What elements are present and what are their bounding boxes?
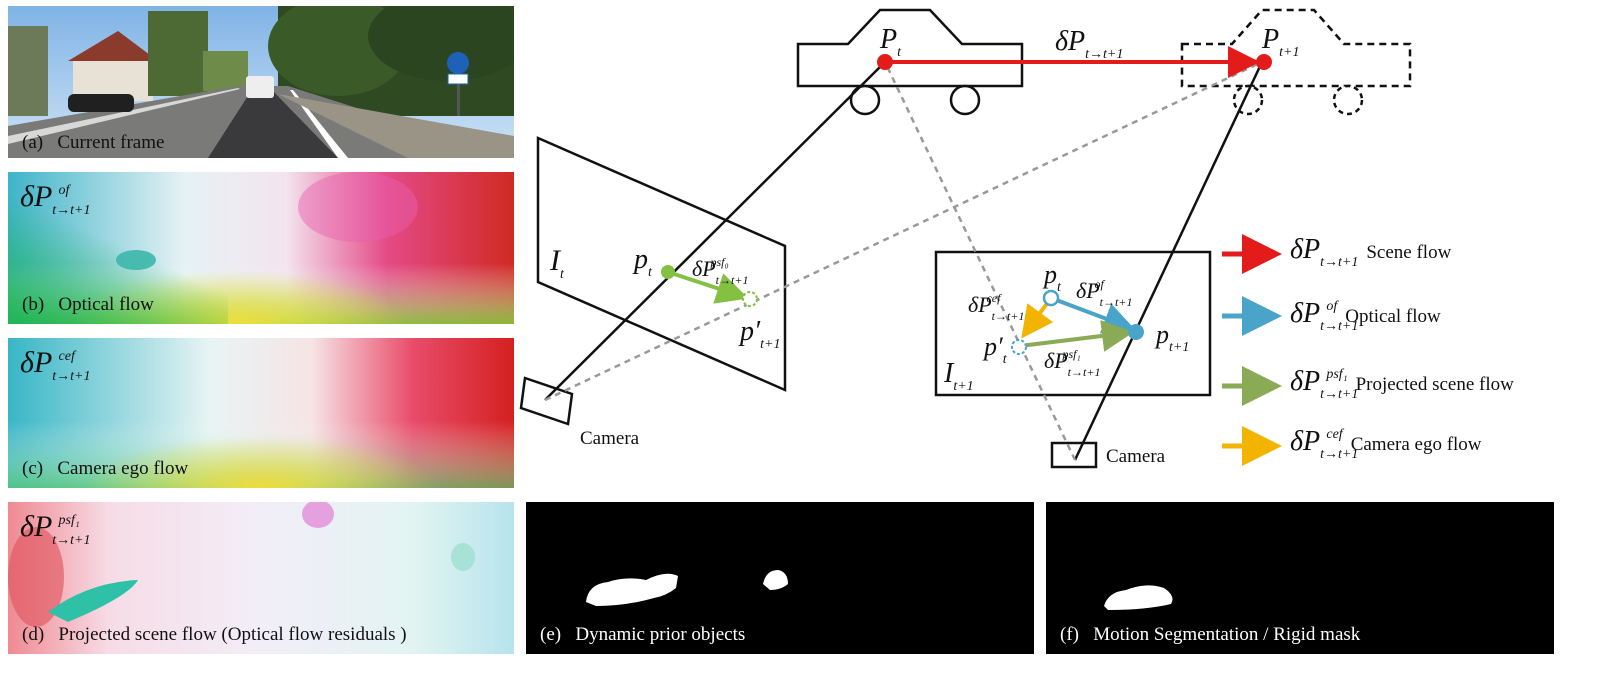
- label-image-left: It: [550, 244, 564, 282]
- legend-arrows: [1222, 234, 1282, 466]
- panel-c-symbol: δPt→t+1cef: [20, 346, 91, 384]
- label-Pt1: Pt+1: [1262, 24, 1300, 60]
- camera-ego-flow-image: [8, 338, 514, 488]
- label-psf1-right: δPt→t+1psf₁: [1044, 347, 1101, 379]
- rigid-mask: [1104, 585, 1173, 610]
- panel-e-caption: (e) Dynamic prior objects: [540, 624, 746, 645]
- panel-f-caption: (f) Motion Segmentation / Rigid mask: [1060, 624, 1361, 645]
- road-scene-image: [8, 6, 514, 158]
- panel-motion-segmentation: (f) Motion Segmentation / Rigid mask: [1046, 502, 1554, 654]
- panel-projected-scene-flow: δPt→t+1psf₁ (d) Projected scene flow (Op…: [8, 502, 514, 654]
- panel-c-caption: (c) Camera ego flow: [22, 458, 189, 479]
- projected-scene-flow-arrow: [1019, 320, 1134, 352]
- label-pt-right: pt: [1044, 260, 1061, 295]
- camera-left: [519, 376, 574, 426]
- panel-a-caption: (a) Current frame: [22, 132, 165, 153]
- optical-flow-image: [8, 172, 514, 324]
- point-Pt: [877, 54, 893, 70]
- psf0-arrow: [667, 270, 749, 304]
- legend-item-camera-ego-flow: δPt→t+1cef Camera ego flow: [1290, 426, 1482, 462]
- dynamic-prior-mask: [586, 570, 788, 606]
- label-pprime-right: p′t: [984, 332, 1007, 367]
- label-pt-left: pt: [634, 244, 652, 280]
- projected-scene-flow-image: [8, 502, 514, 654]
- panel-d-caption: (d) Projected scene flow (Optical flow r…: [22, 624, 407, 645]
- panel-d-symbol: δPt→t+1psf₁: [20, 510, 91, 548]
- point-pt-left: [661, 265, 675, 279]
- panel-optical-flow: δPt→t+1of (b) Optical flow: [8, 172, 514, 324]
- point-pprime-left: [742, 291, 758, 307]
- legend-item-projected-scene-flow: δPt→t+1psf₁ Projected scene flow: [1290, 366, 1514, 402]
- camera-right: [1050, 441, 1098, 469]
- label-image-right: It+1: [944, 358, 974, 394]
- point-Pt1: [1256, 54, 1272, 70]
- panel-dynamic-prior-objects: (e) Dynamic prior objects: [526, 502, 1034, 654]
- point-pt-right: [1042, 289, 1060, 307]
- point-pprime-right: [1011, 339, 1027, 355]
- panel-camera-ego-flow: δPt→t+1cef (c) Camera ego flow: [8, 338, 514, 488]
- label-Pt: Pt: [880, 24, 901, 60]
- label-camera-left: Camera: [580, 428, 640, 449]
- panel-current-frame: (a) Current frame: [8, 6, 514, 158]
- label-pprime-left: p′t+1: [740, 316, 781, 352]
- label-camera-right: Camera: [1106, 446, 1166, 467]
- panel-b-caption: (b) Optical flow: [22, 294, 154, 315]
- panel-b-symbol: δPt→t+1of: [20, 180, 91, 218]
- label-pt1-right: pt+1: [1156, 320, 1190, 355]
- label-scene-flow: δPt→t+1: [1055, 26, 1124, 62]
- point-pt1-right: [1128, 324, 1144, 340]
- label-of-right: δPt→t+1of: [1076, 277, 1133, 309]
- legend-item-scene-flow: δPt→t+1 Scene flow: [1290, 234, 1452, 270]
- label-psf0: δPt→t+1psf₀: [692, 255, 749, 287]
- scene-flow-geometry-diagram: [519, 8, 1412, 469]
- legend-item-optical-flow: δPt→t+1of Optical flow: [1290, 298, 1441, 334]
- label-cef-right: δPt→t+1cef: [968, 291, 1025, 323]
- image-plane-left: [536, 136, 787, 392]
- image-plane-right: [934, 250, 1212, 397]
- car-at-time-t: [796, 8, 1024, 88]
